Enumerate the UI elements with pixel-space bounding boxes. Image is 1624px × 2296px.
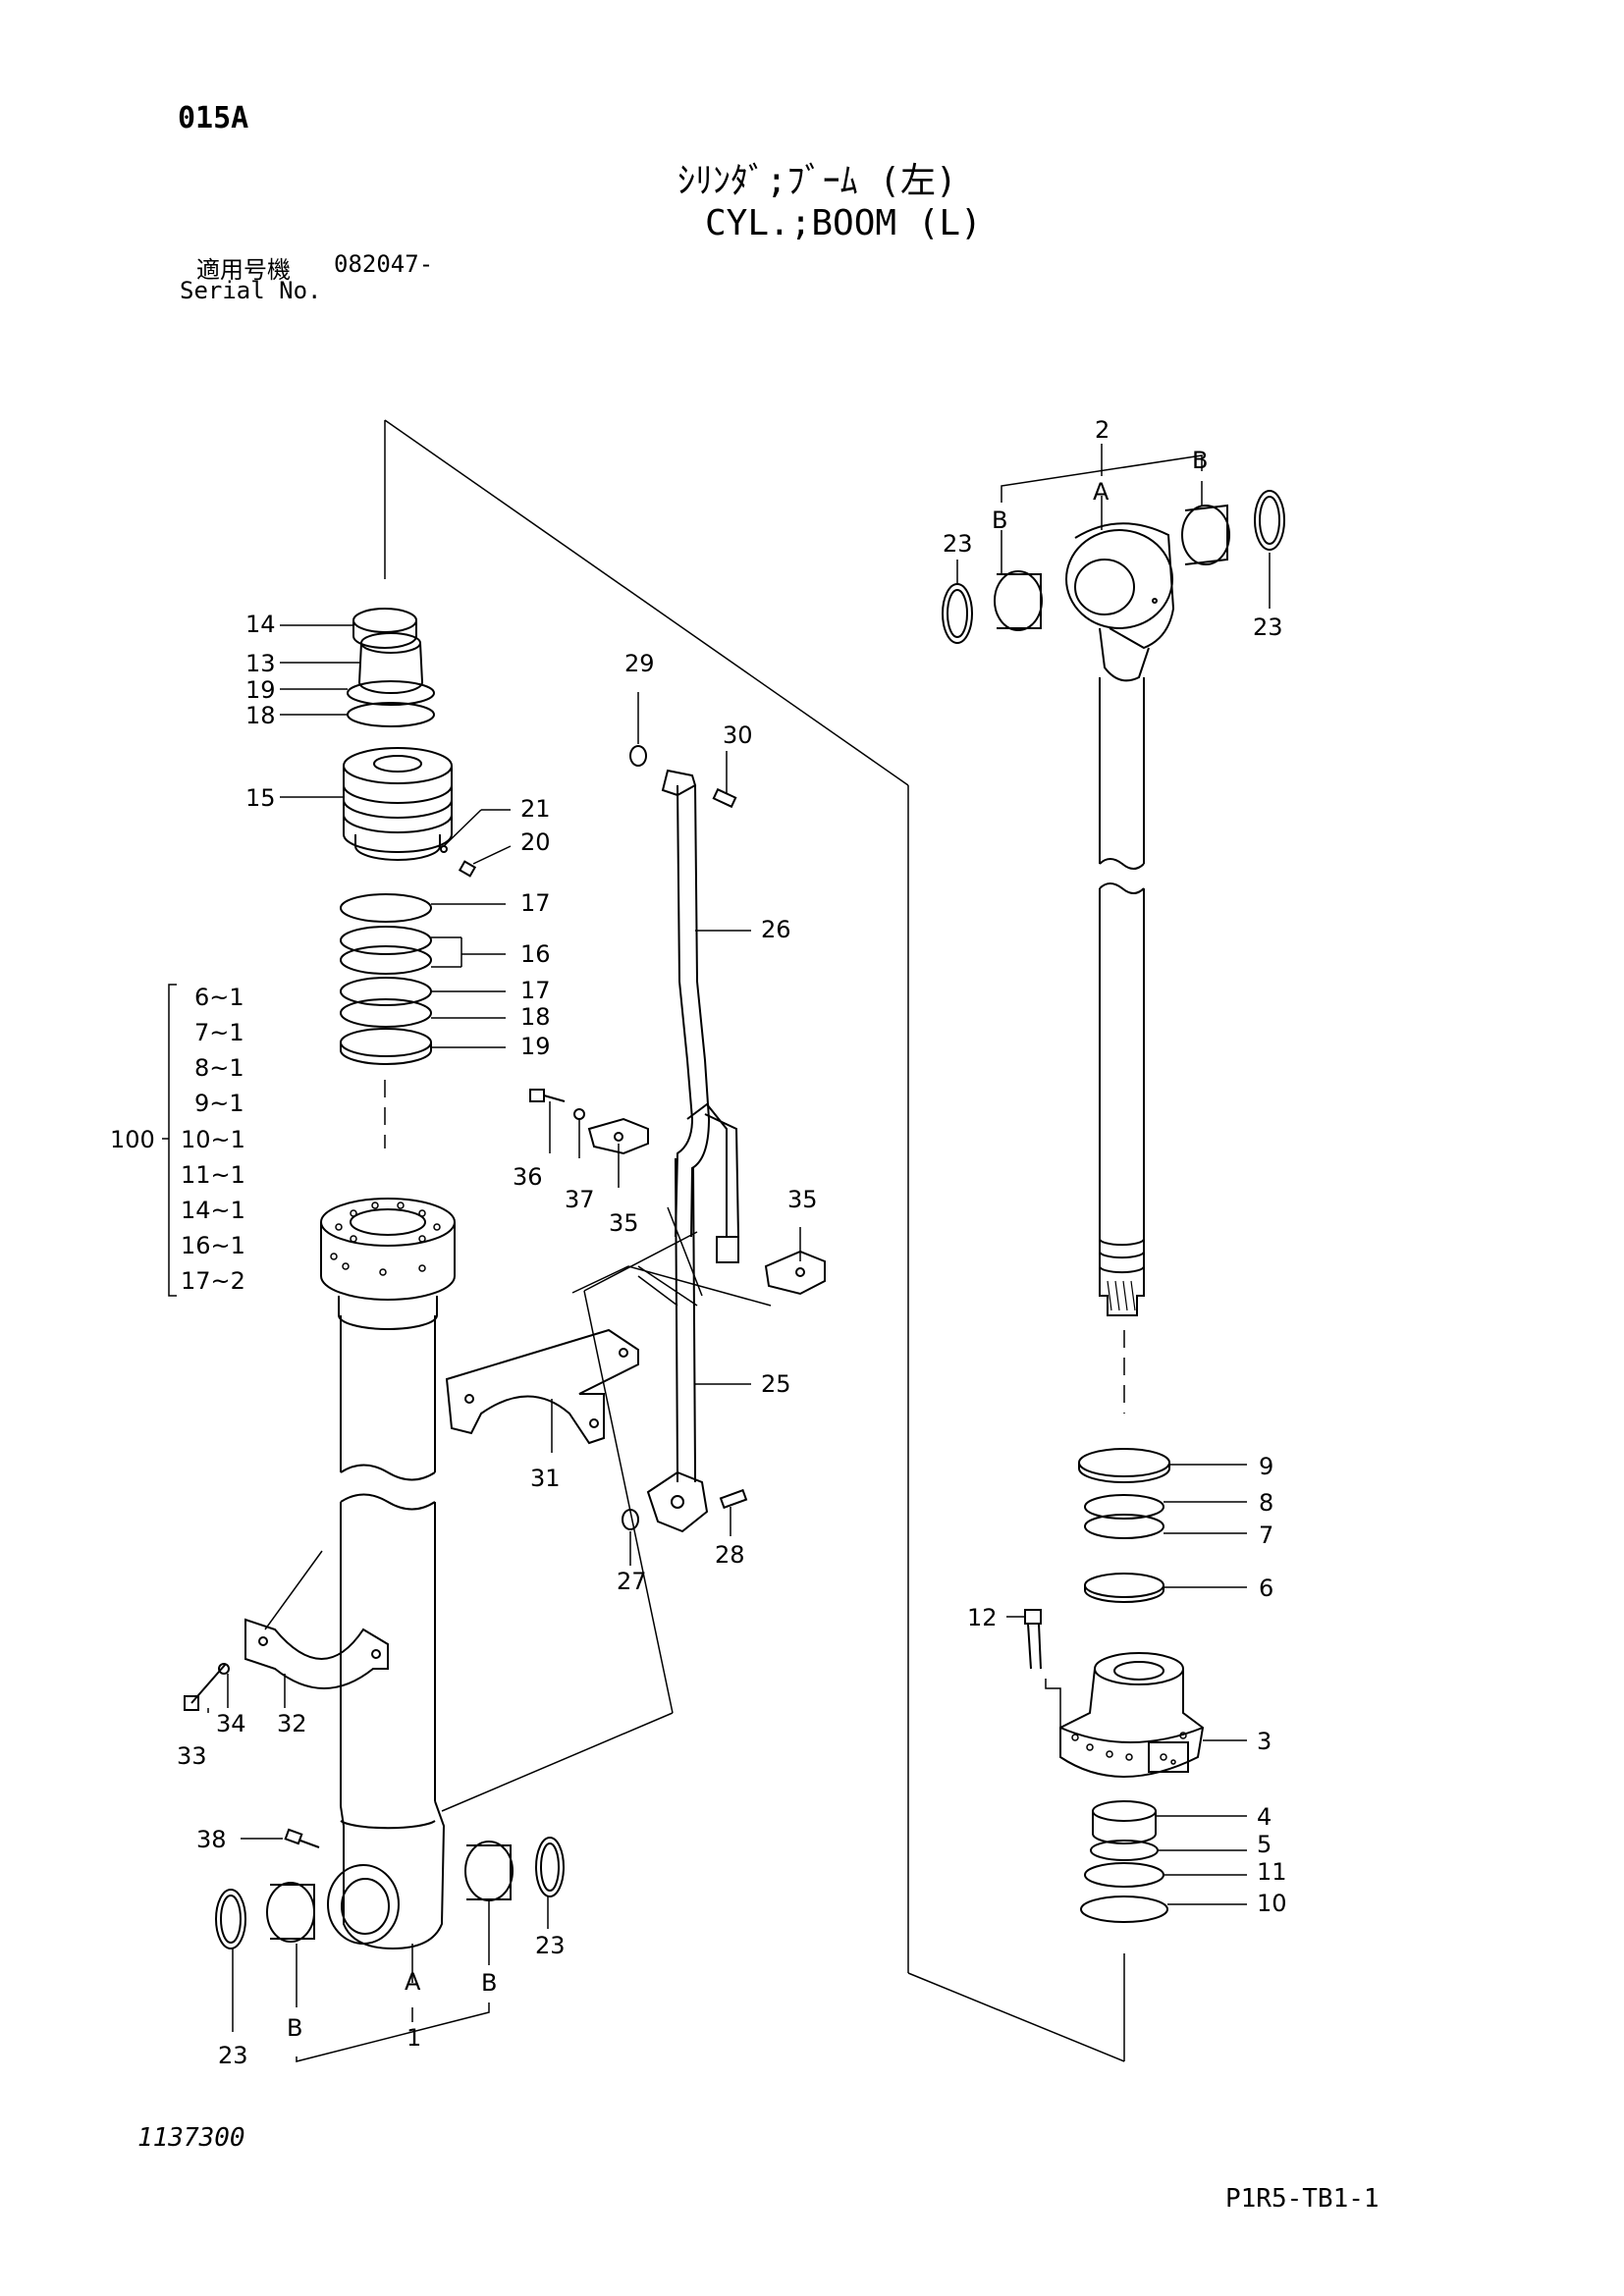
callout-6: 6	[1259, 1575, 1274, 1602]
label-A-top: A	[1093, 478, 1110, 506]
kit-item: 7~1	[194, 1019, 244, 1046]
page-reference: P1R5-TB1-1	[1225, 2184, 1380, 2214]
label-B-bottom-right: B	[481, 1969, 498, 1997]
callout-33: 33	[177, 1742, 207, 1770]
callout-16: 16	[520, 940, 551, 968]
callout-31: 31	[530, 1465, 561, 1492]
drawing-number: 1137300	[137, 2123, 245, 2153]
leader-lines	[162, 444, 1271, 2062]
callout-25: 25	[761, 1370, 791, 1398]
callout-5: 5	[1257, 1831, 1272, 1858]
callout-35: 35	[787, 1186, 818, 1213]
title-english: CYL.;BOOM (L)	[705, 203, 982, 243]
callout-17: 17	[520, 977, 551, 1004]
callout-17: 17	[520, 889, 551, 917]
kit-item: 14~1	[181, 1197, 245, 1224]
callout-19: 19	[245, 676, 276, 704]
callout-2: 2	[1095, 416, 1110, 444]
piston-rod-right	[942, 490, 1285, 1316]
label-A-bottom: A	[405, 1968, 421, 1996]
serial-label-japanese: 適用号機	[196, 256, 291, 284]
callout-32: 32	[277, 1710, 307, 1737]
label-B-top-left: B	[992, 507, 1008, 534]
callout-20: 20	[520, 828, 551, 856]
callout-28: 28	[715, 1541, 745, 1569]
serial-label-english: Serial No.	[180, 277, 322, 304]
callout-18: 18	[520, 1003, 551, 1031]
kit-item: 11~1	[181, 1161, 245, 1189]
cylinder-tube-left	[215, 1198, 565, 1950]
callout-11: 11	[1257, 1858, 1287, 1886]
kit-item: 16~1	[181, 1232, 245, 1259]
label-B-top-right: B	[1192, 447, 1209, 474]
callout-10: 10	[1257, 1890, 1287, 1917]
callout-23: 23	[1253, 614, 1283, 641]
callout-21: 21	[520, 795, 551, 823]
assembly-phantom-lines	[264, 419, 1125, 2062]
callout-36: 36	[513, 1163, 543, 1191]
kit-item: 6~1	[194, 984, 244, 1011]
callout-34: 34	[216, 1710, 246, 1737]
clamps-and-brackets	[184, 1328, 639, 1711]
callout-1: 1	[406, 2024, 422, 2052]
callout-14: 14	[245, 611, 276, 638]
callout-23: 23	[535, 1932, 566, 1959]
kit-item: 8~1	[194, 1054, 244, 1082]
piping	[529, 745, 826, 1533]
callout-26: 26	[761, 916, 791, 943]
callout-29: 29	[624, 650, 655, 677]
callout-15: 15	[245, 784, 276, 812]
kit-item: 9~1	[194, 1090, 244, 1117]
callout-8: 8	[1259, 1489, 1274, 1517]
callout-18: 18	[245, 702, 276, 729]
kit-number: 100	[110, 1126, 155, 1153]
page-code: 015A	[178, 101, 249, 135]
callout-35: 35	[609, 1209, 639, 1237]
callout-27: 27	[617, 1568, 647, 1595]
callout-7: 7	[1259, 1522, 1274, 1549]
callout-37: 37	[565, 1186, 595, 1213]
kit-item: 17~2	[181, 1267, 245, 1295]
kit-item: 10~1	[181, 1126, 245, 1153]
serial-value: 082047-	[334, 250, 434, 278]
callout-3: 3	[1257, 1728, 1272, 1755]
callout-38: 38	[196, 1826, 227, 1853]
gland-parts	[1024, 1448, 1205, 1923]
callout-23: 23	[943, 530, 973, 558]
label-B-bottom-left: B	[287, 2014, 303, 2042]
callout-19: 19	[520, 1033, 551, 1060]
callout-4: 4	[1257, 1803, 1272, 1831]
callout-13: 13	[245, 650, 276, 677]
title-japanese: ｼﾘﾝﾀﾞ;ﾌﾞｰﾑ (左)	[677, 161, 957, 201]
callout-23: 23	[218, 2042, 248, 2069]
callout-9: 9	[1259, 1453, 1274, 1480]
callout-30: 30	[723, 721, 753, 749]
callout-12: 12	[967, 1604, 998, 1631]
